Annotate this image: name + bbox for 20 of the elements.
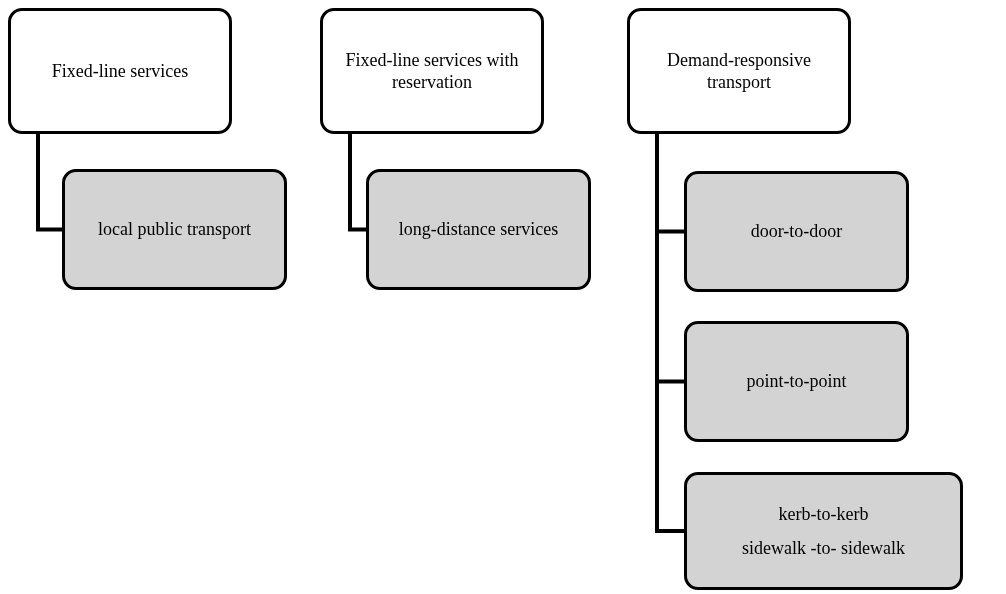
connector-line	[36, 134, 62, 232]
box-label: long-distance services	[398, 218, 559, 241]
category-box	[62, 169, 287, 290]
service-type-box	[320, 8, 544, 134]
category-box	[684, 171, 909, 292]
box-label: door-to-door	[750, 220, 843, 243]
box-label: kerb-to-kerb	[778, 502, 869, 525]
service-type-box	[627, 8, 851, 134]
category-box	[366, 169, 591, 290]
box-label: sidewalk -to- sidewalk	[742, 537, 905, 560]
box-label: Demand-responsive transport	[666, 48, 812, 94]
box-label: Fixed-line services with reservation	[344, 48, 520, 94]
box-label: local public transport	[98, 218, 251, 241]
category-box	[684, 321, 909, 442]
box-label: Fixed-line services	[51, 59, 189, 83]
category-box	[684, 472, 963, 590]
box-label: point-to-point	[746, 370, 847, 393]
connector-line	[655, 134, 684, 533]
connector-line	[348, 134, 366, 232]
service-type-box	[8, 8, 232, 134]
